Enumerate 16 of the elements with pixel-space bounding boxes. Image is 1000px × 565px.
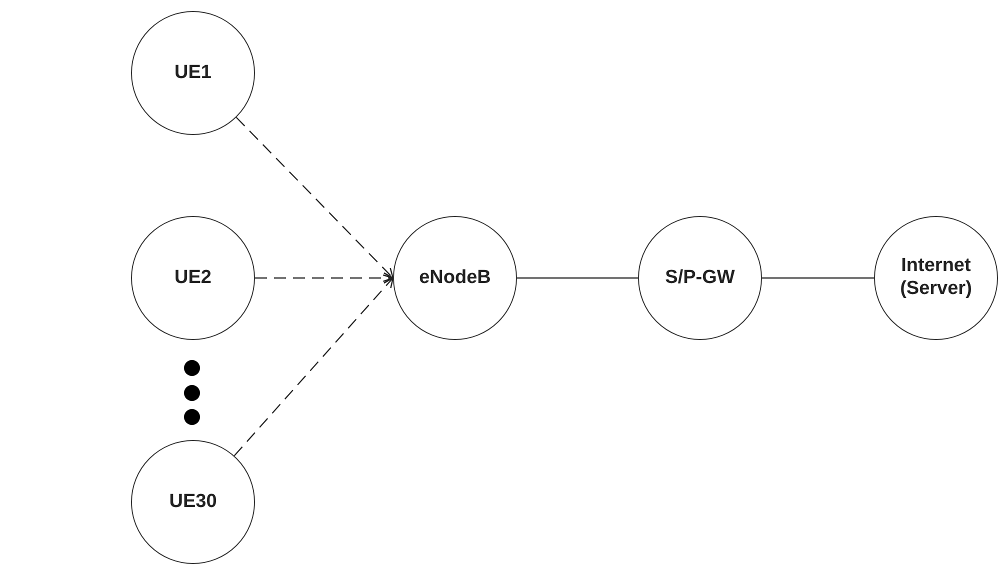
node-label: UE1 [174, 62, 212, 84]
circle-node [131, 216, 255, 340]
circle-node [874, 216, 998, 340]
circle-node [393, 216, 517, 340]
circle-node [131, 11, 255, 135]
arrow [234, 277, 394, 456]
node-label: S/P-GW [665, 266, 735, 290]
node-label: UE30 [169, 490, 217, 514]
circle-node [638, 216, 762, 340]
connector-line [517, 277, 638, 279]
node-label: Internet (Server) [899, 255, 973, 301]
circle-node [131, 440, 255, 564]
connector-line [762, 277, 874, 279]
node-label: UE2 [174, 266, 212, 290]
arrow [236, 116, 394, 279]
node-label: eNodeB [419, 266, 491, 290]
